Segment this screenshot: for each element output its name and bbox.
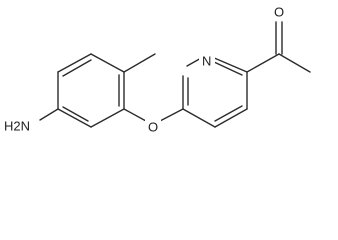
benzene-ring [57, 53, 125, 128]
bond [182, 108, 216, 128]
bond [214, 108, 248, 128]
ether-oxygen-background [145, 119, 161, 135]
amine-label: H2N [4, 118, 30, 133]
carbonyl-oxygen-label: O [274, 4, 284, 19]
bond [57, 108, 92, 128]
ether-bond-left [123, 108, 147, 122]
bond [57, 53, 92, 73]
pyridine-nitrogen-label: N [202, 53, 211, 68]
acetyl-methyl-bond [278, 53, 311, 73]
bond [90, 108, 125, 128]
bond [211, 56, 248, 73]
acetyl-bond [246, 53, 280, 73]
methyl-bond [123, 53, 156, 73]
ether-oxygen-label: O [148, 119, 158, 134]
amine-bond [39, 108, 59, 121]
amine-label-background [2, 118, 38, 134]
double-bond-inner [213, 61, 243, 76]
carbonyl-oxygen-background [271, 4, 287, 20]
molecule-structure-diagram: H2N O N O [2, 4, 311, 135]
ether-bond-right [159, 108, 184, 122]
double-bond-inner [214, 105, 243, 122]
double-bond-inner [62, 59, 92, 77]
double-bond-inner [62, 106, 89, 122]
pyridine-nitrogen-background [199, 52, 215, 68]
bond [90, 53, 125, 73]
